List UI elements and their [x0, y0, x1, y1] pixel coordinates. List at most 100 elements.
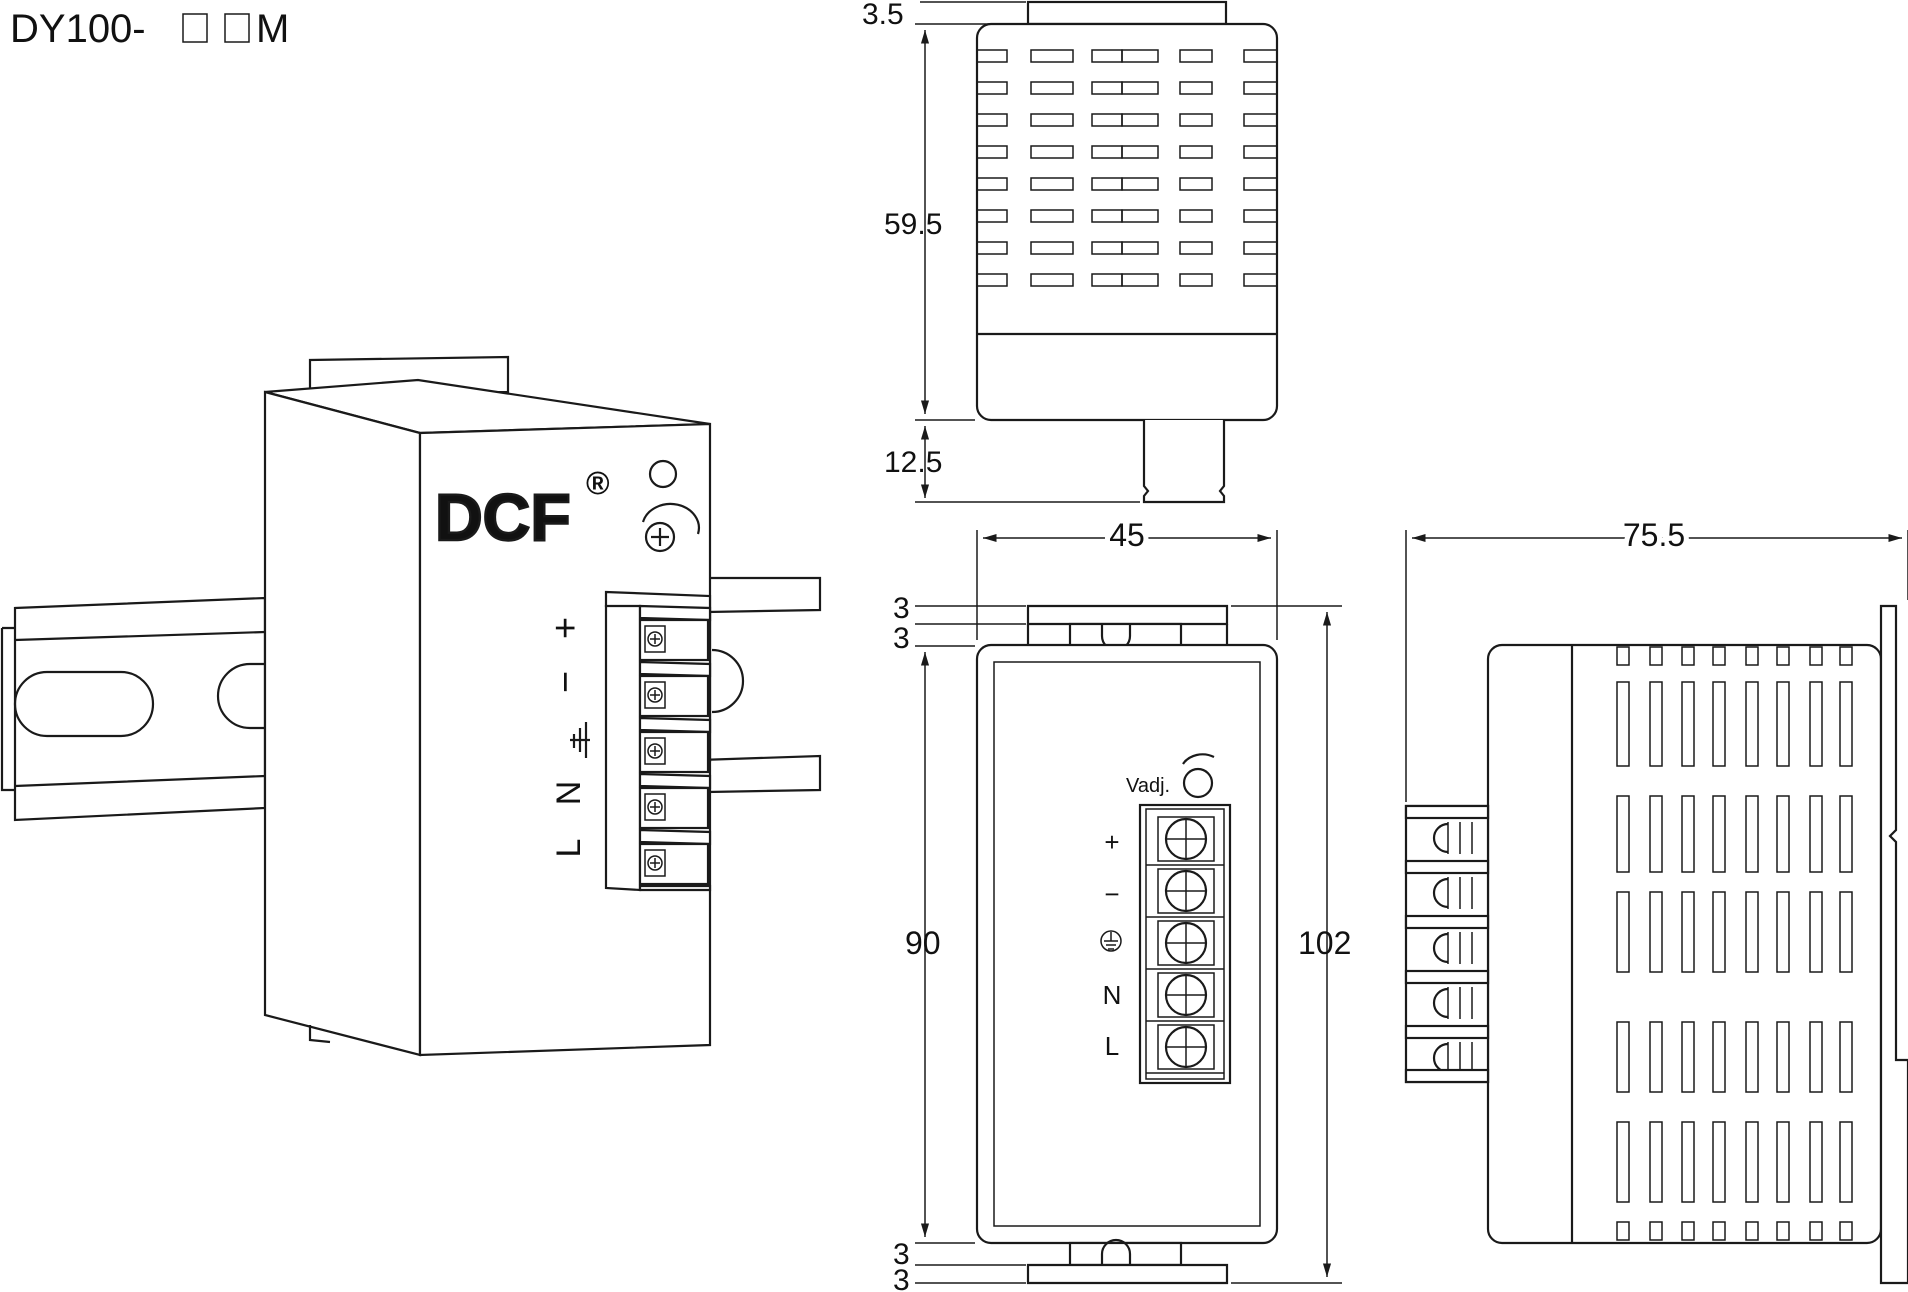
front-clip-top — [1068, 622, 1183, 648]
vent-slot — [1121, 113, 1159, 127]
dim-body-height: 59.5 — [884, 208, 942, 241]
vent-slot — [1243, 273, 1278, 287]
front-terminal-cell — [1157, 816, 1215, 862]
front-clip-bottom — [1068, 1241, 1183, 1267]
dim-top-a: 3 — [893, 592, 910, 625]
vent-slot — [976, 177, 1008, 191]
vent-slot — [1121, 49, 1159, 63]
side-vent-slot — [1745, 1021, 1759, 1093]
vent-slot — [1030, 113, 1074, 127]
dim-top-b: 3 — [893, 622, 910, 655]
side-vent-slot — [1649, 1121, 1663, 1203]
side-vent-slot — [1649, 681, 1663, 767]
side-screw-shaft — [1447, 932, 1473, 964]
side-vent-slot — [1839, 891, 1853, 973]
side-vent-slot — [1649, 646, 1663, 666]
dim-depth: 75.5 — [1623, 517, 1685, 553]
side-screw-head-icon — [1432, 932, 1449, 964]
side-terminal-ledge — [1404, 859, 1490, 875]
iso-label-plus: + — [545, 617, 587, 639]
iso-terminal-labels: + − N L — [545, 617, 590, 858]
front-terminal-cell — [1157, 1024, 1215, 1070]
side-vent-slot — [1745, 795, 1759, 873]
side-vent-slot — [1839, 795, 1853, 873]
iso-terminal-ledge — [638, 828, 712, 846]
adjust-knob-icon — [641, 502, 700, 553]
front-view: Vadj. + − N L 45 3 3 90 102 3 3 — [893, 512, 1351, 1292]
dim-inner-height: 90 — [905, 925, 941, 961]
iso-screw-icon — [647, 631, 663, 647]
vent-slot — [976, 209, 1008, 223]
iso-screw-socket — [644, 793, 666, 821]
iso-label-minus: − — [545, 671, 587, 693]
side-vent-slot — [1839, 646, 1853, 666]
vent-slot — [1121, 273, 1159, 287]
front-body — [975, 643, 1279, 1245]
side-vent-slot — [1712, 681, 1726, 767]
adjust-label: Vadj. — [1126, 775, 1170, 797]
vent-slot — [1030, 273, 1074, 287]
side-screw-shaft — [1447, 822, 1473, 854]
registered-mark: ® — [586, 465, 610, 501]
vent-slot — [1121, 177, 1159, 191]
side-vent-slot — [1616, 891, 1630, 973]
side-vent-slot — [1712, 1221, 1726, 1241]
vent-slot — [1179, 273, 1213, 287]
side-vent-slot — [1649, 891, 1663, 973]
vent-slot — [1179, 81, 1213, 95]
vent-slot — [1030, 145, 1074, 159]
vent-slot — [1179, 113, 1213, 127]
vent-slot — [1030, 81, 1074, 95]
vent-slot — [1243, 49, 1278, 63]
side-screw-head-icon — [1432, 822, 1449, 854]
iso-screw-socket — [644, 737, 666, 765]
side-vent-slot — [1681, 795, 1695, 873]
iso-label-n: N — [550, 781, 588, 806]
side-vent-slot — [1809, 1221, 1823, 1241]
side-vent-slot — [1681, 1121, 1695, 1203]
iso-screw-cross — [650, 746, 660, 756]
vent-slot — [1179, 145, 1213, 159]
iso-terminal-cell — [638, 618, 710, 662]
vent-slot — [1243, 113, 1278, 127]
vent-slot — [1030, 209, 1074, 223]
vent-slot — [976, 145, 1008, 159]
vent-slot — [1243, 177, 1278, 191]
iso-terminal-ledge — [638, 604, 712, 622]
vent-slot — [1243, 81, 1278, 95]
iso-terminal-ledge — [638, 660, 712, 678]
rail-slot-left — [13, 670, 155, 738]
front-terminal-cell — [1157, 920, 1215, 966]
dim-rail-clip: 12.5 — [884, 446, 942, 479]
side-screw-head-icon — [1432, 987, 1449, 1019]
vent-slot — [1121, 209, 1159, 223]
model-box-b — [224, 13, 250, 43]
vent-slot — [1030, 177, 1074, 191]
vent-slot — [976, 81, 1008, 95]
iso-label-l: L — [550, 839, 588, 858]
vent-slot — [976, 113, 1008, 127]
front-label-plus: + — [1104, 827, 1119, 857]
side-terminal-ledge — [1404, 969, 1490, 985]
iso-screw-cross — [650, 690, 660, 700]
vent-slot — [1179, 209, 1213, 223]
model-suffix: M — [256, 7, 289, 51]
side-vent-slot — [1839, 681, 1853, 767]
side-vent-slot — [1712, 795, 1726, 873]
side-terminal-base — [1404, 1068, 1490, 1084]
side-screw-shaft — [1447, 877, 1473, 909]
side-vent-slot — [1745, 891, 1759, 973]
vent-slot — [976, 273, 1008, 287]
side-vent-slot — [1776, 795, 1790, 873]
dim-width: 45 — [1109, 517, 1145, 553]
dim-tab-top: 3.5 — [862, 0, 904, 31]
side-vent-slot — [1809, 891, 1823, 973]
iso-screw-icon — [647, 799, 663, 815]
vent-slot — [1243, 209, 1278, 223]
front-label-l: L — [1105, 1031, 1119, 1061]
side-vent-slot — [1616, 1021, 1630, 1093]
iso-screw-icon — [647, 855, 663, 871]
side-vent-slot — [1649, 1021, 1663, 1093]
